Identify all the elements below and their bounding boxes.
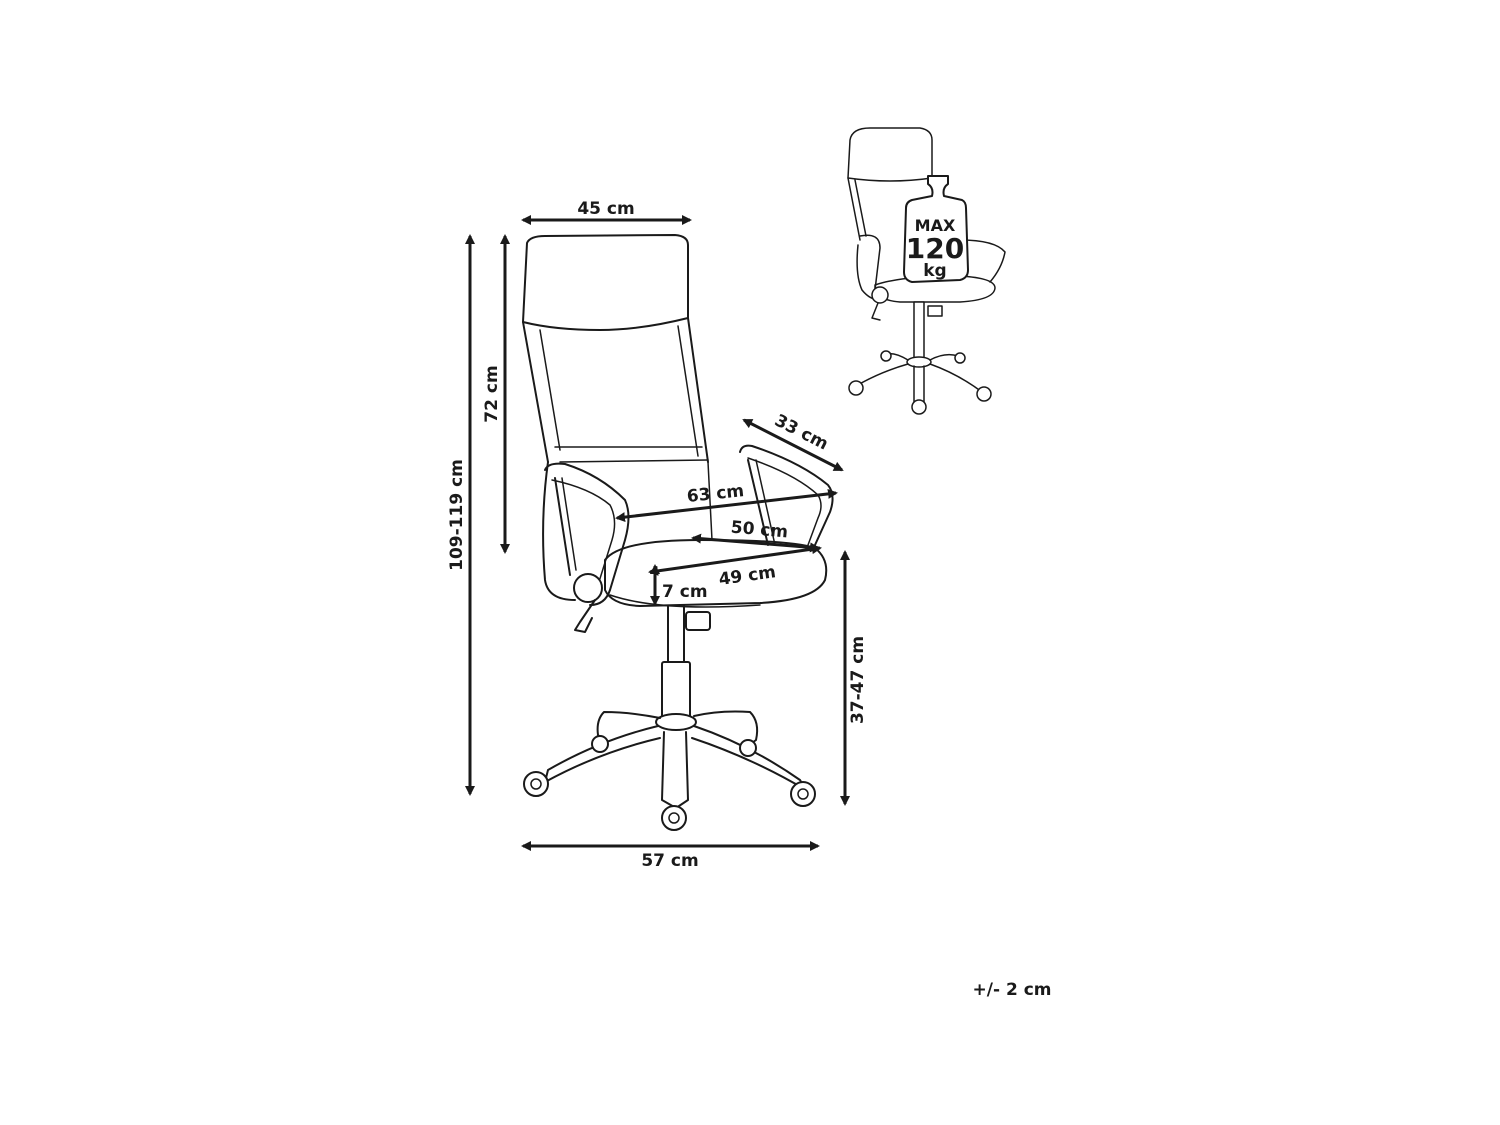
label-seat-depth: 49 cm bbox=[718, 562, 778, 590]
max-load-label: MAX 120 kg bbox=[906, 216, 964, 281]
max-load-value: 120 bbox=[906, 232, 964, 265]
label-seat-thickness: 7 cm bbox=[662, 582, 708, 602]
dimension-arrows bbox=[465, 215, 850, 851]
dimension-labels: 45 cm 109-119 cm 72 cm 33 cm 63 cm 50 cm… bbox=[447, 199, 868, 871]
tolerance-note: +/- 2 cm bbox=[973, 980, 1052, 1000]
label-backrest-height: 72 cm bbox=[482, 365, 502, 422]
small-chair-illustration bbox=[847, 127, 1006, 415]
weight-icon bbox=[903, 175, 969, 283]
label-base-width: 57 cm bbox=[641, 851, 698, 871]
max-load-line1: MAX bbox=[915, 216, 956, 235]
label-total-height: 109-119 cm bbox=[447, 459, 467, 571]
label-headrest-width: 45 cm bbox=[577, 199, 634, 219]
label-seat-height: 37-47 cm bbox=[848, 636, 868, 724]
arrow-seat-depth bbox=[648, 544, 822, 576]
arrow-armrest-depth bbox=[742, 418, 844, 472]
max-load-unit: kg bbox=[923, 261, 946, 281]
label-seat-width: 50 cm bbox=[730, 518, 789, 543]
arrow-armrest-span bbox=[615, 488, 838, 523]
